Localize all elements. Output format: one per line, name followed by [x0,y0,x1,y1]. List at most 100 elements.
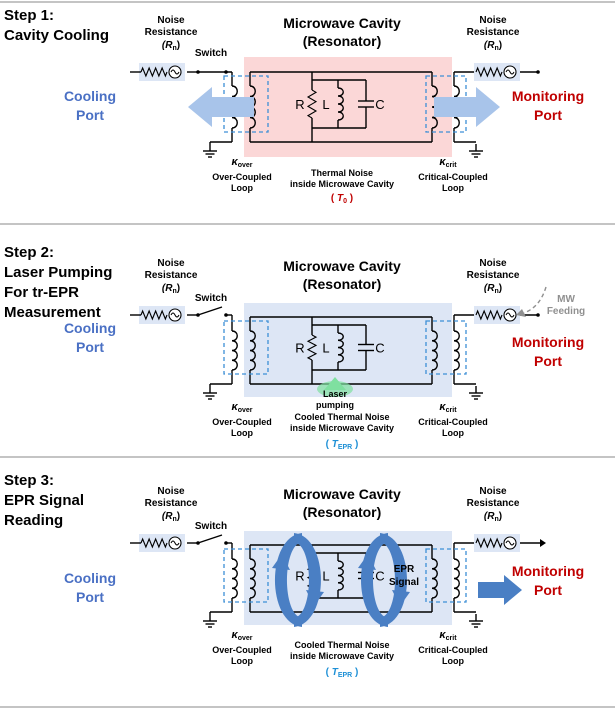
cavity-title: Microwave Cavity [283,486,401,502]
circulation-arrowhead [306,590,324,606]
epr-output-arrow [478,575,522,605]
cooling-port-label: Port [76,589,104,605]
circulation-arrowhead [358,554,376,570]
loop-label-right: Loop [442,428,464,438]
coupling-loop-box-left [223,320,269,375]
switch-contact [196,313,200,317]
rlc-label-r: R [295,97,304,112]
noise-symbol-label: (Rn) [484,283,502,295]
step-heading-line: Step 1: [4,7,54,24]
temperature-label: ( T0 ) [331,193,353,205]
noise-label-line1: Noise [157,258,185,269]
rlc-label-r: R [295,569,304,584]
cavity-region [244,303,452,397]
rlc-label-r: R [295,341,304,356]
noise-symbol-label: (Rn) [162,283,180,295]
kappa-crit-label: κcrit [439,156,457,169]
noise-source-right [474,306,520,324]
circulation-arrowhead [392,590,410,606]
noise-symbol-label: (Rn) [162,40,180,52]
monitoring-port-label: Monitoring [512,88,584,104]
coupling-inductor-right-inner [431,330,438,371]
monitoring-port-label: Port [534,353,562,369]
kappa-over-label: κover [231,156,252,169]
noise-caption: Cooled Thermal Noise [294,640,389,650]
ground-right [469,386,483,400]
sine-wave-icon [505,540,515,546]
noise-symbol-label: (Rn) [484,40,502,52]
loop-label-left: Over-Coupled [212,417,272,427]
step-heading-line: EPR Signal [4,492,84,509]
output-arrowhead [540,539,546,547]
switch-contact [196,70,200,74]
noise-label-line1: Noise [479,15,507,26]
noise-caption: Cooled Thermal Noise [294,412,389,422]
kappa-crit-label: κcrit [439,401,457,414]
step-heading-line: For tr-EPR [4,284,79,301]
noise-caption: inside Microwave Cavity [290,179,394,189]
loop-label-right: Critical-Coupled [418,417,488,427]
step-heading-line: Step 2: [4,244,54,261]
rlc-label-l: L [322,97,329,112]
rlc-inductor [337,87,344,121]
circulation-arrowhead [272,554,290,570]
noise-label-line1: Noise [157,15,185,26]
sine-wave-icon [170,69,180,75]
rlc-inductor [337,332,344,363]
sine-wave-icon [170,312,180,318]
cooling-flow-arrow [188,87,254,127]
rlc-label-l: L [322,341,329,356]
noise-symbol-label: (Rn) [484,511,502,523]
loop-label-left: Loop [231,183,253,193]
coupling-inductor-right-inner [431,558,438,599]
step-heading-line: Laser Pumping [4,264,112,281]
loop-label-left: Over-Coupled [212,645,272,655]
sine-wave-icon [505,69,515,75]
noise-resistor-icon [475,537,503,549]
sine-wave-icon [505,312,515,318]
laser-glow [317,381,353,397]
switch-label: Switch [195,521,227,532]
noise-label-line1: Noise [157,486,185,497]
cooling-port-label: Cooling [64,570,116,586]
rlc-label-c: C [375,97,384,112]
switch-label: Switch [195,293,227,304]
ground-left [203,386,217,400]
loop-label-right: Critical-Coupled [418,172,488,182]
coupling-inductor-left-outer [231,330,238,371]
cavity-subtitle: (Resonator) [303,276,382,292]
coupling-loop-box-right [425,320,467,375]
step-heading: Step 1:Cavity Cooling [4,7,109,44]
monitoring-port-label: Monitoring [512,334,584,350]
step-heading-line: Measurement [4,304,101,321]
temperature-label: ( TEPR ) [326,439,359,451]
cavity-title: Microwave Cavity [283,15,401,31]
noise-label-line1: Noise [479,486,507,497]
cavity-subtitle: (Resonator) [303,33,382,49]
epr-signal-label: EPR [394,564,415,575]
coupling-inductor-left-inner [249,558,256,599]
noise-source-left [139,534,185,552]
mw-feeding-label: MW [557,294,575,305]
mw-feeding-arrow [523,286,547,314]
noise-resistor-icon [140,309,168,321]
monitoring-flow-arrow [434,87,500,127]
noise-label-line2: Resistance [467,27,520,38]
kappa-crit-label: κcrit [439,629,457,642]
noise-symbol-label: (Rn) [162,511,180,523]
step-heading-line: Step 3: [4,472,54,489]
cavity-title: Microwave Cavity [283,258,401,274]
epr-circulation-left [272,533,324,627]
sine-wave-icon [170,540,180,546]
switch-contact [196,541,200,545]
cavity-subtitle: (Resonator) [303,504,382,520]
